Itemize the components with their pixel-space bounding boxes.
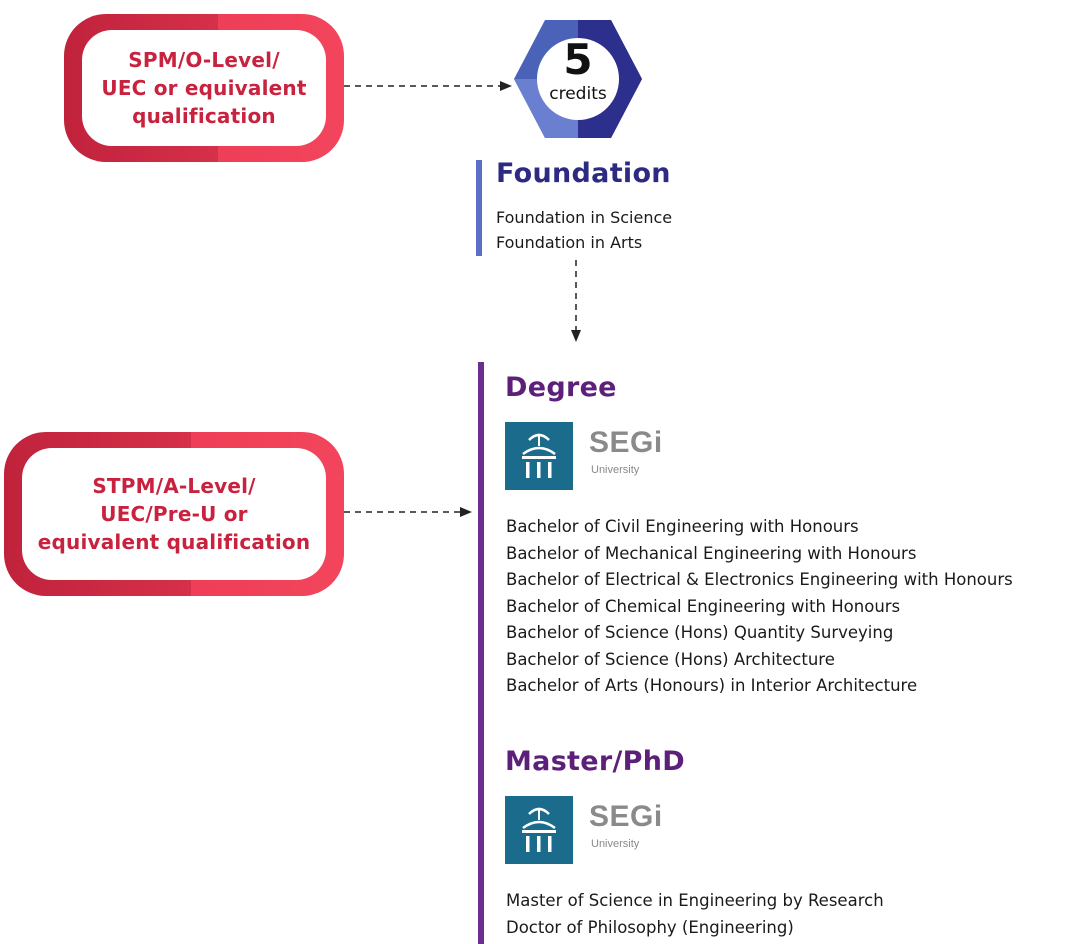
segi-university-logo: SEGi University	[505, 422, 675, 490]
qualification-box-stpm: STPM/A-Level/ UEC/Pre-U or equivalent qu…	[4, 432, 344, 596]
credits-unit: credits	[549, 84, 607, 104]
master-programme: Master of Science in Engineering by Rese…	[506, 891, 884, 910]
qualification-text: SPM/O-Level/ UEC or equivalent qualifica…	[101, 48, 307, 128]
degree-programme-list: Bachelor of Civil Engineering with Honou…	[506, 514, 1013, 700]
building-icon	[522, 433, 556, 478]
degree-programme: Bachelor of Electrical & Electronics Eng…	[506, 570, 1013, 589]
arrow-to-credits	[344, 81, 512, 91]
qualification-box-inner: SPM/O-Level/ UEC or equivalent qualifica…	[82, 30, 326, 146]
logo-subtitle: University	[591, 464, 640, 476]
credits-badge: 5 credits	[512, 18, 644, 140]
degree-programme: Bachelor of Arts (Honours) in Interior A…	[506, 676, 918, 695]
building-icon	[522, 807, 556, 852]
qualification-box-spm: SPM/O-Level/ UEC or equivalent qualifica…	[64, 14, 344, 162]
master-title: Master/PhD	[505, 746, 685, 777]
segi-university-logo-icon	[505, 422, 573, 490]
logo-name: SEGi	[589, 800, 663, 833]
logo-name: SEGi	[589, 426, 663, 459]
degree-programme: Bachelor of Mechanical Engineering with …	[506, 543, 917, 563]
degree-title: Degree	[505, 372, 617, 403]
segi-university-logo: SEGi University	[505, 796, 675, 864]
foundation-programme-list: Foundation in Science Foundation in Arts	[496, 205, 672, 255]
arrow-to-degree[interactable]	[566, 258, 586, 346]
credits-number: 5	[563, 35, 593, 84]
foundation-bar	[476, 160, 482, 256]
hexagon-icon	[514, 20, 642, 138]
master-programme-list: Master of Science in Engineering by Rese…	[506, 888, 884, 941]
arrow-to-degree-from-stpm	[344, 507, 472, 517]
foundation-title: Foundation	[496, 158, 671, 189]
qualification-text: STPM/A-Level/ UEC/Pre-U or equivalent qu…	[37, 474, 311, 554]
foundation-programme: Foundation in Science	[496, 208, 673, 227]
degree-programme: Bachelor of Civil Engineering with Honou…	[506, 517, 859, 536]
logo-subtitle: University	[591, 838, 640, 850]
degree-programme: Bachelor of Science (Hons) Quantity Surv…	[506, 623, 894, 642]
foundation-programme: Foundation in Arts	[496, 233, 643, 252]
degree-programme: Bachelor of Chemical Engineering with Ho…	[506, 596, 901, 616]
degree-bar	[478, 362, 484, 944]
degree-programme: Bachelor of Science (Hons) Architecture	[506, 649, 835, 669]
segi-university-logo-icon	[505, 796, 573, 864]
qualification-box-inner: STPM/A-Level/ UEC/Pre-U or equivalent qu…	[22, 448, 326, 580]
master-programme: Doctor of Philosophy (Engineering)	[506, 917, 794, 937]
